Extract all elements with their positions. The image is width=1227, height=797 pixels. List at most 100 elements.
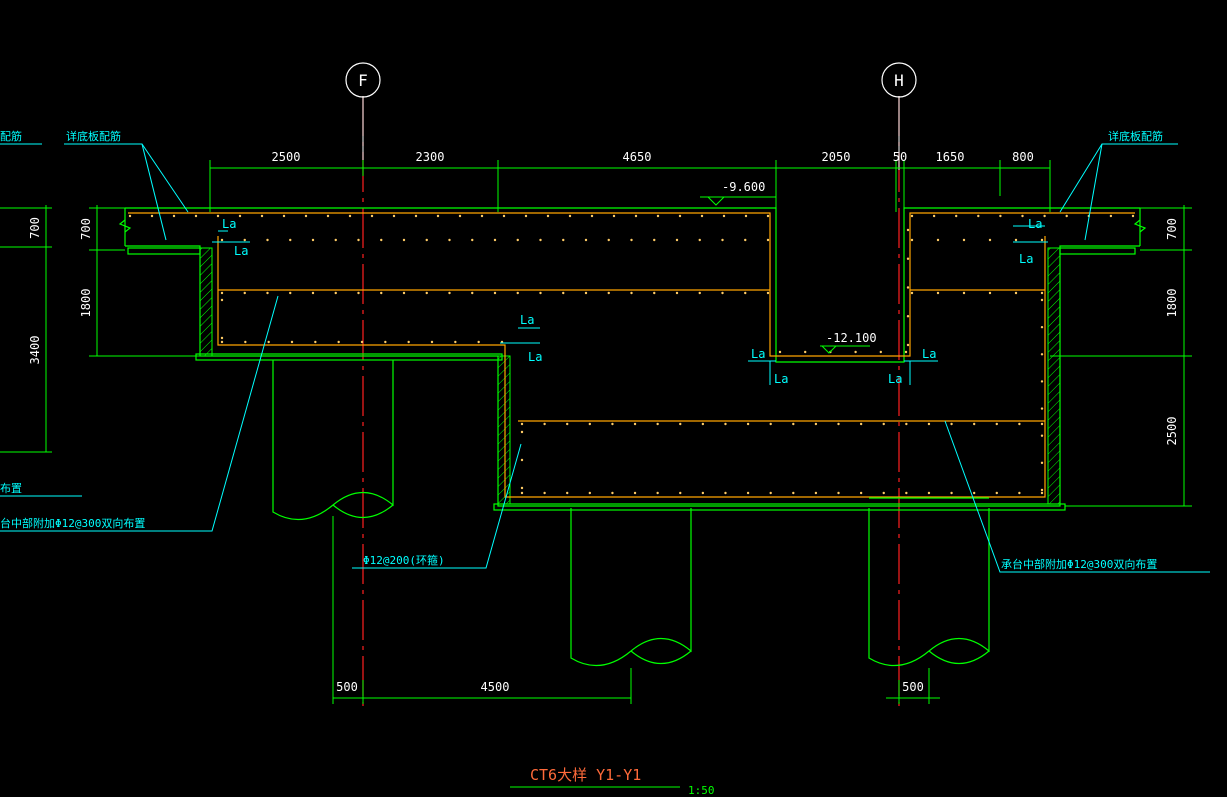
rebar-dot bbox=[746, 491, 750, 495]
drawing-title: CT6大样 Y1-Y1 1:50 bbox=[510, 766, 715, 797]
rebar-dot bbox=[220, 340, 224, 344]
rebar-dot bbox=[977, 214, 980, 218]
rebar-dot bbox=[220, 336, 224, 340]
rebar-dot bbox=[995, 422, 998, 426]
rebar-dot bbox=[906, 343, 910, 347]
rebar-dot bbox=[311, 238, 315, 242]
rebar-dot bbox=[656, 491, 659, 495]
rebar-dot bbox=[334, 238, 337, 242]
rebar-dot bbox=[260, 214, 264, 218]
rebar-dot bbox=[244, 340, 247, 344]
rebar-dot bbox=[407, 340, 410, 344]
rebar-dot bbox=[910, 214, 914, 218]
rebar-dot bbox=[700, 214, 704, 218]
rebar-dot bbox=[905, 491, 908, 495]
la-label-9: La bbox=[1028, 217, 1042, 231]
left-dim-1800: 1800 bbox=[79, 289, 93, 318]
rebar-dot bbox=[633, 491, 637, 495]
rebar-dot bbox=[698, 291, 701, 295]
rebar-dot bbox=[955, 214, 958, 218]
note-center-stirrup: Φ12@200(环箍) bbox=[363, 553, 445, 567]
rebar-dot bbox=[634, 214, 638, 218]
rebar-dot bbox=[357, 238, 360, 242]
rebar-dot bbox=[722, 214, 726, 218]
bottom-dim-4500: 4500 bbox=[481, 680, 510, 694]
rebar-dot bbox=[520, 422, 524, 426]
pile-cap-outline bbox=[118, 207, 1147, 511]
la-label-5: La bbox=[751, 347, 765, 361]
svg-text:1:50: 1:50 bbox=[688, 784, 715, 797]
rebar-dot bbox=[792, 491, 795, 495]
note-right-bottom: 承台中部附加Φ12@300双向布置 bbox=[1001, 557, 1157, 571]
rebar-dot bbox=[701, 422, 705, 426]
rebar-dot bbox=[1040, 488, 1044, 492]
rebar-dot bbox=[266, 238, 269, 242]
rebar-dot bbox=[675, 291, 679, 295]
rebar-dot bbox=[769, 422, 772, 426]
dim-2300: 2300 bbox=[416, 150, 445, 164]
rebar-dot bbox=[1040, 298, 1044, 302]
la-label-8: La bbox=[888, 372, 902, 386]
rebar-dot bbox=[1040, 491, 1044, 495]
rebar-dot bbox=[854, 350, 857, 354]
la-label-1: La bbox=[222, 217, 236, 231]
rebar-dot bbox=[879, 350, 882, 354]
la-label-3: La bbox=[520, 313, 534, 327]
rebar-dot bbox=[314, 340, 317, 344]
rebar-dot bbox=[1040, 422, 1044, 426]
dim-1650: 1650 bbox=[936, 150, 965, 164]
rebar-dot bbox=[859, 422, 863, 426]
rebar-dots bbox=[128, 214, 1135, 495]
rebar-dot bbox=[724, 422, 727, 426]
note-top-left-cut: 配筋 bbox=[0, 129, 22, 143]
rebar-dot bbox=[216, 214, 220, 218]
rebar-dot bbox=[814, 491, 818, 495]
rebar-dot bbox=[458, 214, 462, 218]
rebar-dot bbox=[679, 422, 682, 426]
rebar-dot bbox=[380, 291, 383, 295]
rebar-dot bbox=[1014, 238, 1018, 242]
rebar-dot bbox=[1040, 380, 1044, 383]
rebar-dot bbox=[766, 291, 770, 295]
rebar-dot bbox=[721, 238, 724, 242]
rebar-dot bbox=[837, 422, 840, 426]
rebar-dot bbox=[766, 214, 770, 218]
rebar-dot bbox=[584, 238, 588, 242]
rebar-dot bbox=[524, 214, 528, 218]
rebar-dot bbox=[910, 291, 914, 295]
note-left-mid-cut: 布置 bbox=[0, 482, 22, 495]
rebar-dot bbox=[1109, 214, 1113, 218]
rebar-dot bbox=[1131, 214, 1135, 218]
rebar-dot bbox=[584, 291, 588, 295]
rebar-dot bbox=[769, 491, 772, 495]
rebar-dot bbox=[630, 238, 633, 242]
rebar-dot bbox=[348, 214, 352, 218]
right-dimension-chain bbox=[1050, 205, 1192, 507]
rebar-dot bbox=[243, 238, 246, 242]
rebar-dot bbox=[607, 238, 610, 242]
rebar-dot bbox=[380, 238, 383, 242]
rebar-lines bbox=[128, 212, 1135, 498]
rebar-dot bbox=[194, 214, 198, 218]
rebar-dot bbox=[906, 257, 910, 260]
rebar-dot bbox=[630, 291, 633, 295]
rebar-dot bbox=[1040, 434, 1044, 437]
rebar-dot bbox=[950, 491, 953, 495]
rebar-dot bbox=[778, 350, 782, 354]
la-label-6: La bbox=[774, 372, 788, 386]
rebar-dot bbox=[516, 238, 519, 242]
rebar-dot bbox=[744, 291, 747, 295]
rebar-dot bbox=[471, 291, 474, 295]
dim-2050: 2050 bbox=[822, 150, 851, 164]
rebar-dot bbox=[520, 486, 524, 490]
rebar-dot bbox=[480, 214, 484, 218]
wall-hatch-left-upper bbox=[199, 247, 213, 357]
rebar-dot bbox=[128, 214, 132, 218]
rebar-dot bbox=[1040, 353, 1044, 356]
rebar-dot bbox=[392, 214, 396, 218]
rebar-dot bbox=[653, 238, 656, 242]
rebar-dot bbox=[936, 291, 940, 295]
rebar-dot bbox=[360, 340, 364, 344]
rebar-dot bbox=[304, 214, 308, 218]
